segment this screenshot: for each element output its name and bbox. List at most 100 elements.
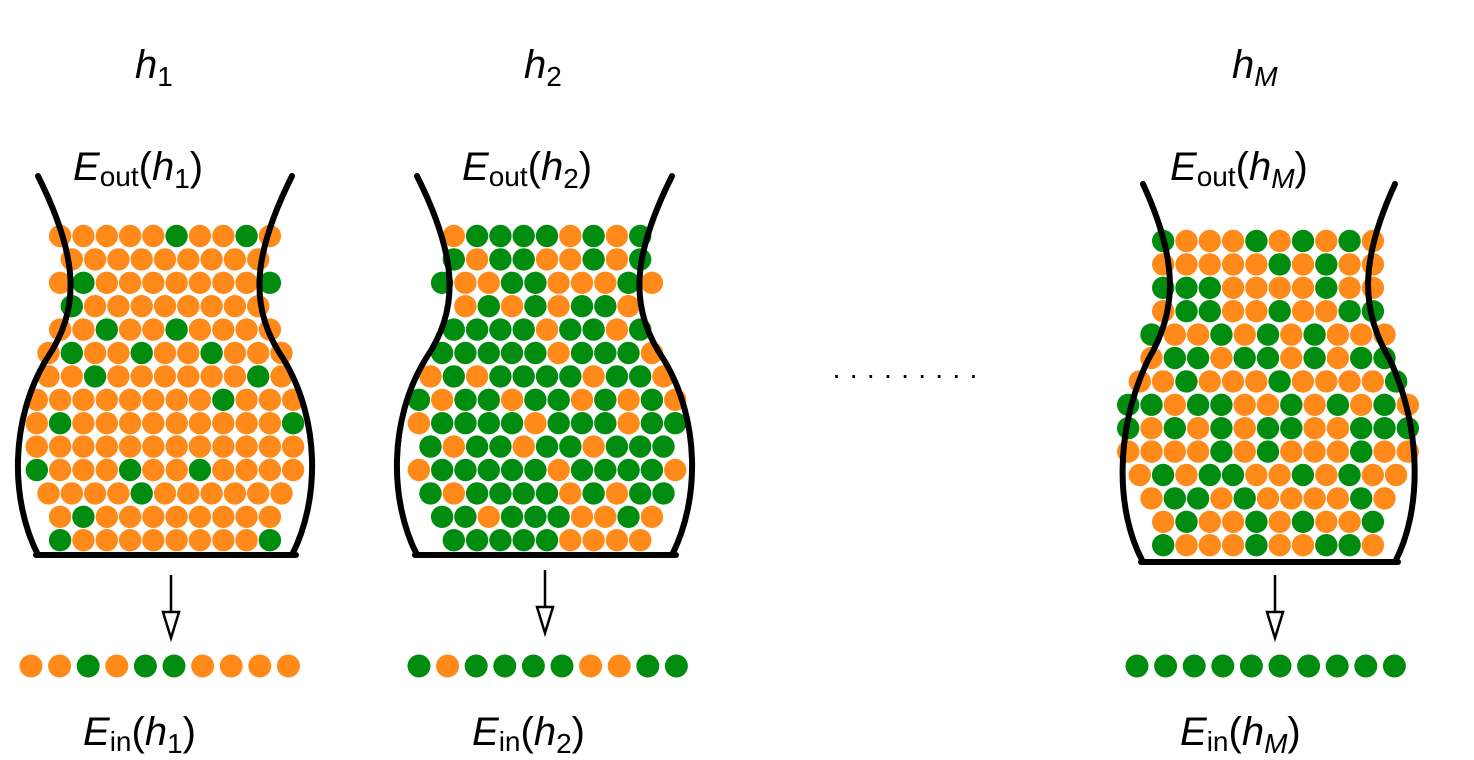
sample-marbles (1125, 654, 1406, 678)
marble (247, 365, 270, 388)
marble (640, 412, 664, 435)
marble (130, 248, 153, 271)
marble (1350, 417, 1373, 440)
marble (524, 412, 547, 435)
marble (258, 529, 282, 552)
marble (1221, 276, 1245, 299)
marble (1221, 300, 1245, 323)
marble (559, 318, 582, 341)
marble (1338, 276, 1361, 299)
marble (95, 458, 119, 482)
marble (118, 435, 142, 458)
marble (1350, 323, 1373, 346)
marble (454, 388, 477, 411)
marble (48, 505, 72, 528)
marble (247, 482, 270, 505)
marble (1198, 276, 1222, 299)
marble (95, 271, 119, 294)
marble (212, 435, 235, 458)
marble (489, 248, 512, 271)
marble (212, 458, 235, 482)
marble (500, 295, 524, 318)
sample-marble (1239, 654, 1263, 678)
marble (1361, 463, 1385, 487)
marble (1221, 510, 1245, 533)
marble (235, 388, 258, 411)
marble (118, 271, 142, 294)
marble (83, 295, 107, 318)
marble (1163, 440, 1187, 463)
marble (1256, 487, 1280, 510)
marble (1233, 393, 1256, 416)
marble (559, 365, 582, 388)
marble (212, 271, 235, 294)
marble (594, 271, 617, 294)
marble (235, 505, 258, 528)
marble (107, 365, 130, 388)
marble (212, 224, 235, 248)
marble (281, 412, 305, 435)
marble (1198, 300, 1222, 323)
marble (37, 482, 60, 505)
marble (72, 224, 95, 248)
sample-marble (191, 654, 215, 678)
marble (1326, 440, 1350, 463)
marble (559, 529, 582, 552)
bin-hM: hM Eout(hM) Ein(hM) (1117, 43, 1420, 759)
marble (95, 505, 119, 528)
marble (165, 388, 188, 411)
marble (258, 271, 282, 294)
marble (512, 365, 535, 388)
marble (1338, 463, 1361, 487)
marble (640, 271, 664, 294)
marble (25, 435, 48, 458)
marble (477, 412, 500, 435)
marble (442, 224, 465, 248)
marble (1233, 323, 1256, 346)
marble (1291, 300, 1315, 323)
marble (235, 412, 258, 435)
marble (489, 365, 512, 388)
marble (1350, 346, 1373, 370)
marble (60, 365, 83, 388)
marble (489, 435, 512, 458)
marble (1151, 463, 1175, 487)
sample-marbles (19, 654, 300, 678)
marble (72, 435, 95, 458)
sample-marble (1382, 654, 1406, 678)
marble (535, 435, 559, 458)
marble (95, 318, 119, 341)
marble (477, 458, 500, 482)
marble (235, 529, 258, 552)
marble (1268, 276, 1291, 299)
marble (258, 435, 282, 458)
marble (153, 482, 177, 505)
marble (1268, 253, 1291, 276)
marble (118, 224, 142, 248)
marble (465, 248, 489, 271)
marble (512, 435, 535, 458)
marble (524, 341, 547, 365)
marble (1280, 323, 1303, 346)
marble (1338, 229, 1361, 253)
marble (142, 271, 165, 294)
marble (60, 341, 83, 365)
marble (1210, 346, 1233, 370)
marble (489, 318, 512, 341)
marble (1361, 370, 1385, 393)
marble (407, 412, 431, 435)
marble (142, 224, 165, 248)
marble (547, 295, 570, 318)
marble (212, 318, 235, 341)
marble (188, 412, 212, 435)
sample-marble (19, 654, 43, 678)
marble (477, 341, 500, 365)
sample-arrow (1265, 575, 1285, 643)
marble (1198, 229, 1222, 253)
marble (1326, 417, 1350, 440)
sample-arrow (535, 570, 555, 638)
marble (489, 529, 512, 552)
sample-marble (1354, 654, 1378, 678)
marble (442, 482, 465, 505)
marble (153, 248, 177, 271)
